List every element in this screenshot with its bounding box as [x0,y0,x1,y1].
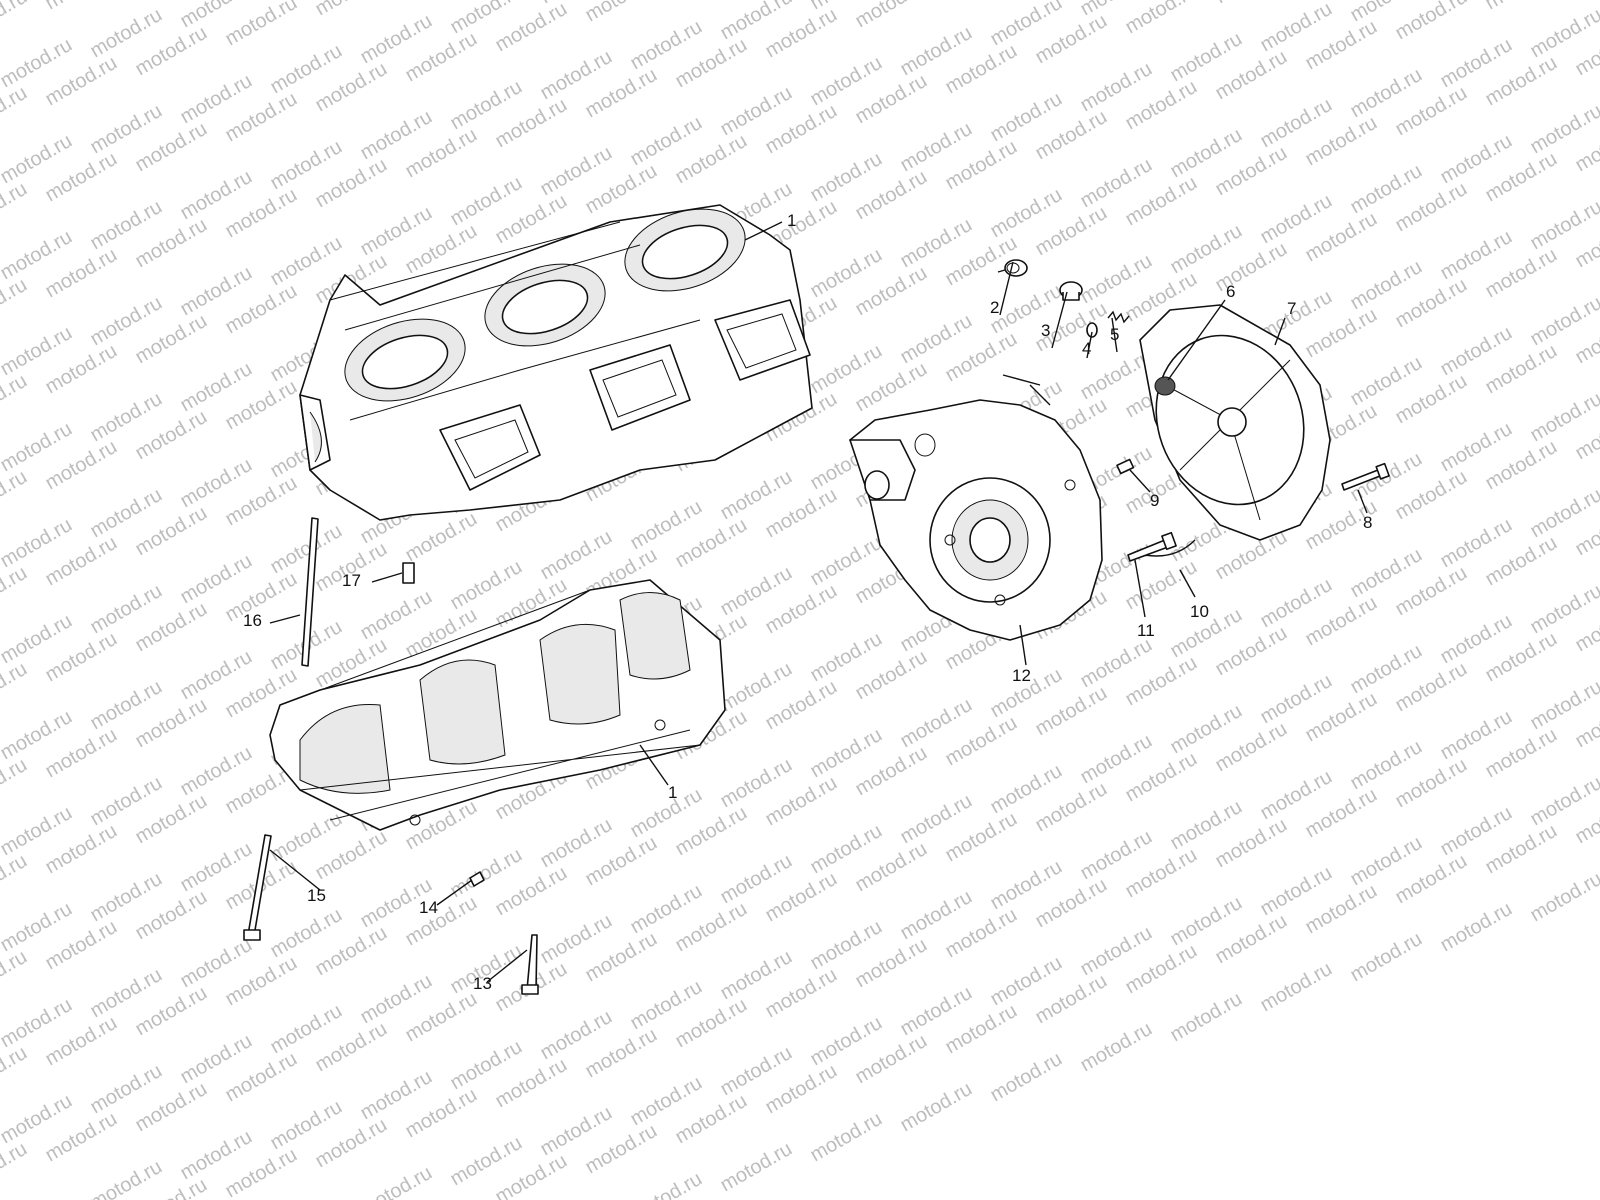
watermark-text: motod.ru [0,178,31,237]
callout-15: 15 [307,886,326,905]
watermark-text: motod.ru [1527,868,1600,927]
watermark-text: motod.ru [42,0,121,14]
watermark-text: motod.ru [807,1108,886,1167]
watermark-text: motod.ru [0,1138,31,1197]
stud-13-part [526,934,538,991]
watermark-text: motod.ru [0,370,31,429]
callout-5: 5 [1110,325,1119,344]
watermark-text: motod.ru [1167,988,1246,1047]
upper-crankcase-half [299,204,813,521]
callout-14: 14 [419,898,438,917]
watermark-text: motod.ru [312,0,391,20]
watermark-text: motod.ru [0,946,31,1005]
watermark-text: motod.ru [0,562,31,621]
watermark-text: motod.ru [357,1162,436,1200]
watermark-text: motod.ru [1392,0,1471,44]
watermark-text: motod.ru [1077,1018,1156,1077]
callout-10: 10 [1190,602,1209,621]
long-stud-16-part [301,517,319,667]
callout-13: 13 [473,974,492,993]
callout-11: 11 [1137,621,1155,640]
lower-crankcase-half [269,579,726,831]
watermark-text: motod.ru [222,0,301,50]
watermark-text: motod.ru [897,1078,976,1137]
watermark-text: motod.ru [987,1048,1066,1107]
watermark-text: motod.ru [0,274,31,333]
dowel-17-part [402,562,415,584]
callout-7: 7 [1287,299,1296,318]
gasket-part [1144,539,1196,557]
callout-2: 2 [990,298,999,317]
watermark-text: motod.ru [582,0,661,26]
leader-lines [269,221,1368,983]
watermark-text: motod.ru [942,0,1021,2]
watermark-text: motod.ru [0,0,31,44]
watermark-text: motod.ru [1347,928,1426,987]
callout-3: 3 [1041,321,1050,340]
watermark-text: motod.ru [0,754,31,813]
callout-8: 8 [1363,513,1372,532]
watermark-text: motod.ru [1437,898,1516,957]
watermark-text: motod.ru [0,850,31,909]
small-parts [243,259,1390,995]
watermark-text: motod.ru [1212,0,1291,8]
watermark-text: motod.ru [0,658,31,717]
watermark-text: motod.ru [627,1168,706,1200]
spring-part [1107,310,1130,324]
callout-labels: 1 1 2 3 4 5 6 7 8 9 10 11 12 13 14 15 16… [243,211,1372,993]
callout-17: 17 [342,571,361,590]
watermark-text: motod.ru [0,466,31,525]
callout-4: 4 [1082,339,1091,358]
callout-1-upper: 1 [787,211,796,230]
dowel-pin-part [1116,458,1135,475]
watermark-text: motod.ru [1257,958,1336,1017]
callout-16: 16 [243,611,262,630]
watermark-text: motod.ru [1122,0,1201,38]
callout-12: 12 [1012,666,1031,685]
flywheel-housing [849,399,1103,641]
callout-6: 6 [1226,282,1235,301]
watermark-text: motod.ru [0,1042,31,1101]
plug-part [1059,281,1083,301]
watermark-text: motod.ru [0,82,31,141]
watermark-text: motod.ru [717,1138,796,1197]
watermark-text: motod.ru [852,0,931,32]
callout-9: 9 [1150,491,1159,510]
watermark-text: motod.ru [87,1156,166,1200]
housing-cover [1139,304,1331,541]
callout-1-lower: 1 [668,783,677,802]
watermark-text: motod.ru [1482,0,1561,14]
clip-part [469,871,485,887]
washer-part [1086,322,1098,338]
